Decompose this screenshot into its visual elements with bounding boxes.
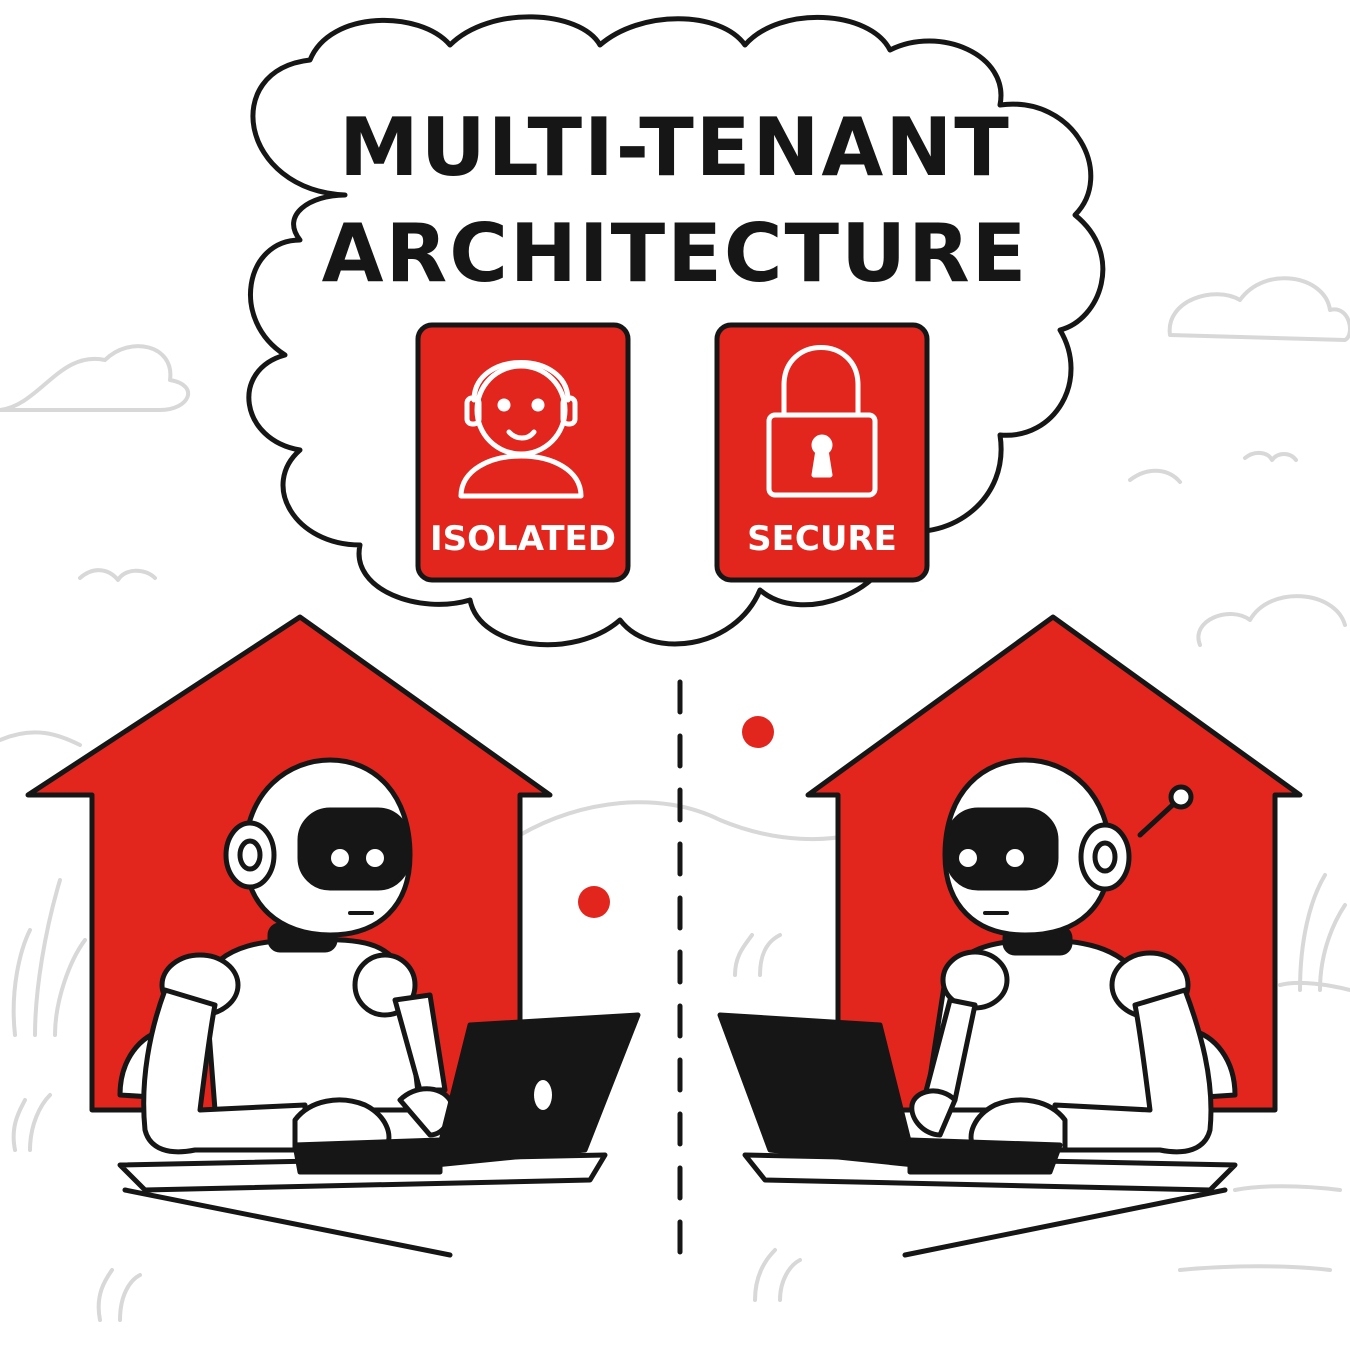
badge-isolated [415, 322, 631, 583]
grass-doodle-left [11, 878, 87, 1037]
robot-left-arm [141, 987, 308, 1155]
robot-left [117, 757, 454, 1155]
data-dot-upper [742, 716, 774, 748]
badge-secure [714, 322, 930, 583]
grass-doodle-center [733, 933, 782, 977]
robot-left-arm-right [392, 992, 448, 1093]
robot-right-hand-left [909, 1088, 958, 1138]
badge-secure-label: SECURE [747, 519, 897, 559]
robot-right-antenna [1168, 784, 1194, 810]
ground-line-bottom-right [1178, 1264, 1332, 1272]
grass-doodle-right [1298, 873, 1347, 992]
cloud-doodle-far-right [1128, 468, 1182, 484]
person-headset-icon [458, 360, 584, 499]
padlock-icon [766, 345, 878, 498]
grass-doodle-left-low [11, 1093, 52, 1152]
data-dot-lower [578, 886, 610, 918]
cloud-doodle-right-top [1167, 276, 1350, 342]
grass-doodle-bottom-center [753, 1248, 802, 1302]
background-doodles [0, 276, 1350, 1322]
laptop-right-base [907, 1137, 1063, 1175]
robot-right [909, 757, 1238, 1155]
hill-doodle-center [518, 800, 852, 842]
cloud-doodle-right-mid [1196, 594, 1347, 647]
ground-line-right [1233, 1184, 1342, 1192]
robot-right-visor [945, 807, 1059, 891]
hill-doodle-right [1278, 980, 1350, 992]
laptop-left [292, 1012, 641, 1175]
hill-doodle-left [0, 730, 82, 747]
robot-left-visor [297, 807, 411, 891]
laptop-left-logo [534, 1080, 552, 1110]
cloud-doodle-left [0, 344, 191, 412]
badge-isolated-label: ISOLATED [429, 519, 617, 559]
bird-doodle-left [78, 568, 157, 582]
grass-doodle-bottom-left [96, 1268, 142, 1322]
robot-right-arm [1052, 987, 1214, 1155]
title-line-2: ARCHITECTURE [321, 207, 1029, 300]
laptop-right [717, 1012, 1063, 1175]
laptop-left-base [292, 1137, 443, 1175]
bird-doodle-right [1243, 451, 1298, 462]
title-line-1: MULTI-TENANT [339, 101, 1011, 194]
